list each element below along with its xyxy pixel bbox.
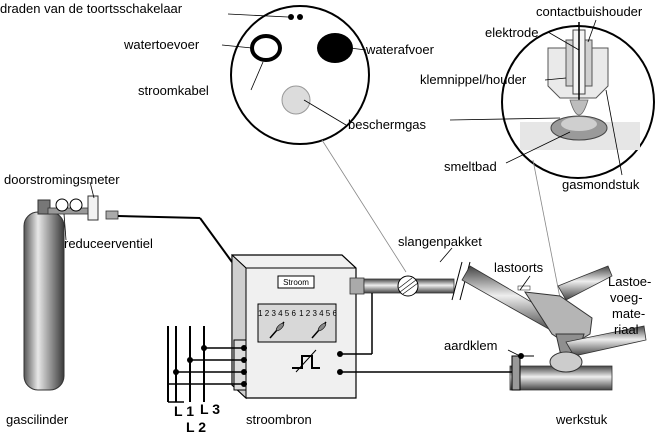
arc xyxy=(569,99,589,116)
label-gascilinder: gascilinder xyxy=(6,412,69,427)
label-doorstromingsmeter: doorstromingsmeter xyxy=(4,172,120,187)
label-stroombron: stroombron xyxy=(246,412,312,427)
label-watertoevoer: watertoevoer xyxy=(123,37,200,52)
hose-cross-section xyxy=(221,5,370,145)
stroom-indicator xyxy=(277,275,315,289)
gas-hose xyxy=(117,215,201,219)
switch-wire-dot xyxy=(297,14,303,20)
filler-wire-rod xyxy=(557,265,613,301)
label-waterafvoer: waterafvoer xyxy=(365,42,435,57)
water-outlet-disc xyxy=(317,33,353,63)
shielding-gas-circle xyxy=(281,85,311,115)
label-lastoorts: lastoorts xyxy=(494,260,544,275)
label-lastoe-1: Lastoe- xyxy=(608,274,651,289)
label-beschermgas: beschermgas xyxy=(348,117,427,132)
rectifier-symbol xyxy=(292,355,320,369)
detail-connector xyxy=(532,159,561,299)
label-contactbuishouder: contactbuishouder xyxy=(536,4,643,19)
label-smeltbad: smeltbad xyxy=(444,159,497,174)
gas-hose xyxy=(199,217,233,263)
label-lastoe-2: voeg- xyxy=(610,290,643,305)
detail-connector xyxy=(321,139,407,273)
label-gasmondstuk: gasmondstuk xyxy=(562,177,640,192)
label-l2: L 2 xyxy=(186,419,206,433)
label-reduceerventiel: reduceerventiel xyxy=(64,236,153,251)
mains-terminal-strip xyxy=(233,339,247,391)
meter-scale-left: 1 2 3 4 5 6 xyxy=(258,309,296,318)
label-aardklem: aardklem xyxy=(444,338,497,353)
power-source: Stroom 1 2 3 4 5 6 1 2 3 4 5 6 xyxy=(231,253,357,400)
pressure-gauge xyxy=(55,198,69,212)
gas-cylinder xyxy=(23,181,238,391)
label-l1: L 1 xyxy=(174,403,194,419)
label-lastoe-4: riaal xyxy=(614,322,639,337)
flow-meter xyxy=(87,195,99,221)
mains-wiring xyxy=(167,326,247,403)
meter-needle-left xyxy=(269,321,285,339)
label-l3: L 3 xyxy=(200,401,220,417)
pressure-gauge xyxy=(69,198,83,212)
ground-clamp xyxy=(511,355,521,391)
meter-panel xyxy=(257,303,337,343)
label-werkstuk: werkstuk xyxy=(555,412,608,427)
stroom-label: Stroom xyxy=(283,278,309,287)
water-inlet-ring xyxy=(250,34,282,62)
label-slangenpakket: slangenpakket xyxy=(398,234,482,249)
meter-scale-right: 1 2 3 4 5 6 xyxy=(299,309,337,318)
label-klemnippel: klemnippel/houder xyxy=(420,72,527,87)
torch-detail xyxy=(449,19,655,179)
switch-wire-dot xyxy=(288,14,294,20)
label-elektrode: elektrode xyxy=(485,25,538,40)
label-draden: draden van de toortsschakelaar xyxy=(0,1,183,16)
meter-needle-right xyxy=(311,321,327,339)
label-stroomkabel: stroomkabel xyxy=(138,83,209,98)
hose-package xyxy=(340,261,471,355)
label-lastoe-3: mate- xyxy=(612,306,645,321)
workpiece xyxy=(340,325,647,391)
